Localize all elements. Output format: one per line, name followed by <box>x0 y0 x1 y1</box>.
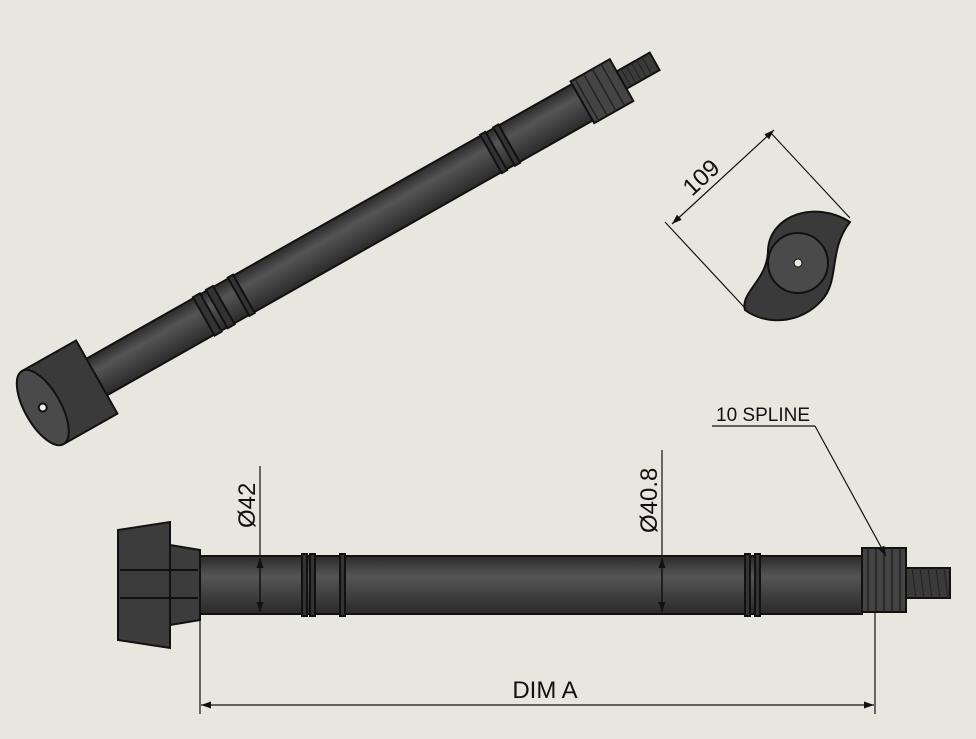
cam-width-dimension: 109 <box>678 154 726 201</box>
cam-end-view <box>664 129 852 322</box>
overall-length-label: DIM A <box>512 677 577 704</box>
diameter-40-8-label: Ø40.8 <box>636 468 663 533</box>
overall-length-dimension <box>199 612 876 714</box>
isometric-shaft-view <box>15 51 661 447</box>
spline-note: 10 SPLINE <box>716 405 810 426</box>
diameter-42-label: Ø42 <box>234 483 261 528</box>
spline-leader <box>712 425 887 557</box>
side-view-shaft <box>117 520 951 650</box>
